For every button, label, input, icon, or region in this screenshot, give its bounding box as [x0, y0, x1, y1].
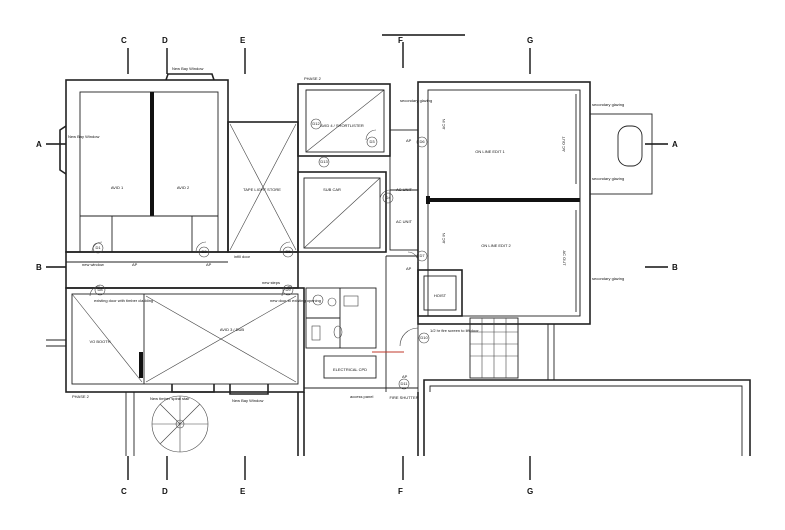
label-new-door: new door to existing opening [270, 298, 321, 303]
grid-bottom-e: E [240, 487, 246, 496]
label-new-bay-window-top: New Bay Window [172, 66, 203, 71]
grid-markers: C D E F G C D E F G A B A B [36, 34, 678, 496]
label-infill-door: infill door [234, 254, 251, 259]
label-ap-3: AP [406, 138, 412, 143]
label-secondary-glazing-4: secondary glazing [592, 276, 624, 281]
door-tags: D1 D2 D3 D4 D5 D6 D7 D8 D9 D10 D11 D12 D… [92, 118, 430, 390]
grid-left-b: B [36, 263, 42, 272]
room-avid1: AVID 1 [111, 185, 124, 190]
grid-right-a: A [672, 140, 678, 149]
label-ac-unit-1: AC UNIT [396, 187, 413, 192]
walls [46, 73, 751, 456]
room-avid-shortlister: AVID 4 / SHORTLISTER [320, 123, 364, 128]
label-ap-5: AP [402, 374, 408, 379]
label-new-steps: new steps [262, 280, 280, 285]
label-ac-out-1: AC OUT [561, 136, 566, 152]
label-access-panel: access panel [350, 394, 373, 399]
room-tape-light-store: TAPE LIGHT STORE [243, 187, 281, 192]
door-d5: D5 [285, 249, 291, 254]
grid-bottom-d: D [162, 487, 168, 496]
label-phase2-bottom: PHASE 2 [72, 394, 90, 399]
grid-top-f: F [398, 36, 403, 45]
grid-bottom-c: C [121, 487, 127, 496]
grid-top-d: D [162, 36, 168, 45]
door-d4: D4 [385, 195, 391, 200]
label-new-bay-window-bottom: New Bay Window [232, 398, 263, 403]
label-half-hr-screen: 1/2 hr fire screen to lift door [430, 328, 479, 333]
door-d7: D7 [419, 253, 425, 258]
label-spiral-stair: New timber spiral stair [150, 396, 190, 401]
grid-left-a: A [36, 140, 42, 149]
door-d13: D13 [320, 159, 328, 164]
label-ac-in-2: AC IN [441, 233, 446, 244]
label-ap-4: AP [406, 266, 412, 271]
door-d1: D1 [95, 245, 101, 250]
door-d2: D2 [201, 249, 207, 254]
label-phase2-top: PHASE 2 [304, 76, 322, 81]
door-d8: D8 [97, 287, 103, 292]
room-online-edit-1: ON LINE EDIT 1 [475, 149, 505, 154]
room-vo-booth: VO BOOTH [89, 339, 110, 344]
label-ap-2: AP [206, 262, 212, 267]
label-new-window: new window [82, 262, 104, 267]
door-d6: D6 [419, 139, 425, 144]
label-existing-door: existing door with timber cladding [94, 298, 153, 303]
room-labels: New Bay Window PHASE 2 secondary glazing… [68, 66, 624, 403]
door-d12: D12 [312, 121, 320, 126]
door-d9: D9 [285, 287, 291, 292]
room-electrical-cpd: ELECTRICAL CPD [333, 367, 367, 372]
door-d10: D10 [420, 335, 428, 340]
room-avid3-dub: AVID 3 / DUB [220, 327, 244, 332]
grid-top-g: G [527, 36, 533, 45]
grid-bottom-f: F [398, 487, 403, 496]
label-ac-out-2: AC OUT [562, 250, 567, 266]
door-d11: D11 [400, 381, 408, 386]
label-secondary-glazing-3: secondary glazing [592, 176, 624, 181]
room-avid2: AVID 2 [177, 185, 190, 190]
label-fire-shutter: FIRE SHUTTER [389, 395, 418, 400]
label-ac-in-1: AC IN [441, 119, 446, 130]
label-ac-unit-2: AC UNIT [396, 219, 413, 224]
grid-top-c: C [121, 36, 127, 45]
room-online-edit-2: ON LINE EDIT 2 [481, 243, 511, 248]
label-secondary-glazing-2: secondary glazing [592, 102, 624, 107]
door-d3: D3 [369, 139, 375, 144]
room-hoist: HOIST [434, 293, 447, 298]
grid-right-b: B [672, 263, 678, 272]
room-sub-car: SUB CAR [323, 187, 341, 192]
label-secondary-glazing-1: secondary glazing [400, 98, 432, 103]
label-new-bay-window-left: New Bay Window [68, 134, 99, 139]
grid-bottom-g: G [527, 487, 533, 496]
grid-top-e: E [240, 36, 246, 45]
label-ap-1: AP [132, 262, 138, 267]
